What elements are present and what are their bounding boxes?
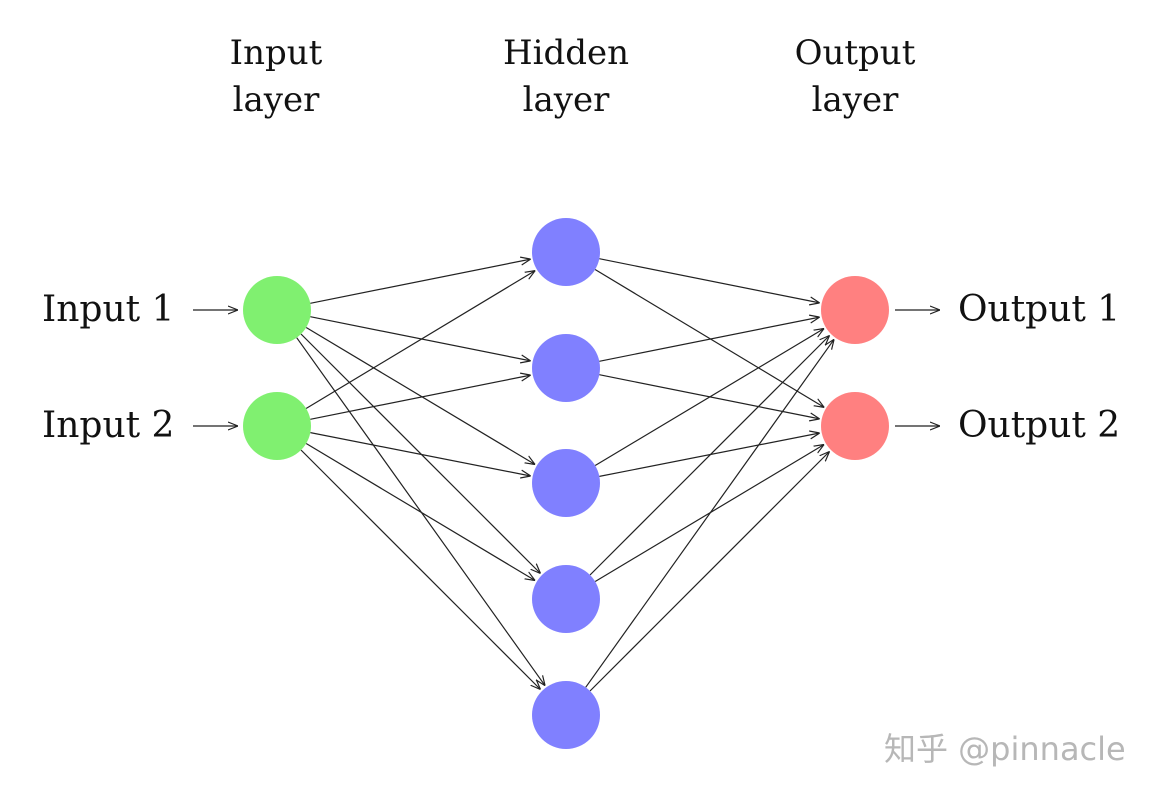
- input-1-label: Input 1: [42, 289, 174, 330]
- edge-input-2-hidden-2: [310, 375, 530, 420]
- edge-input-2-hidden-1: [305, 271, 535, 410]
- hidden-node-1: [532, 218, 600, 286]
- connections: [296, 258, 834, 692]
- watermark: 知乎 @pinnacle: [884, 730, 1126, 768]
- output-layer-title-line1: Output: [795, 33, 916, 73]
- output-node-1: [821, 276, 889, 344]
- input-layer-title-line1: Input: [230, 33, 323, 73]
- hidden-node-5: [532, 681, 600, 749]
- hidden-node-2: [532, 334, 600, 402]
- output-layer-title-line2: layer: [812, 80, 899, 120]
- edge-hidden-5-output-2: [589, 452, 830, 692]
- edge-hidden-1-output-2: [594, 268, 824, 408]
- nodes: [243, 218, 889, 749]
- edge-hidden-2-output-1: [599, 317, 819, 362]
- input-node-1: [243, 276, 311, 344]
- edge-input-2-hidden-5: [300, 449, 541, 690]
- edge-input-2-hidden-4: [305, 442, 535, 581]
- edge-hidden-3-output-1: [594, 329, 824, 467]
- edge-hidden-1-output-1: [599, 258, 819, 303]
- hidden-layer-title-line2: layer: [523, 80, 610, 120]
- edge-input-2-hidden-3: [310, 432, 530, 476]
- output-node-2: [821, 392, 889, 460]
- edge-input-1-hidden-3: [305, 326, 535, 465]
- hidden-node-3: [532, 449, 600, 517]
- edge-hidden-5-output-1: [585, 339, 834, 688]
- input-node-2: [243, 392, 311, 460]
- edge-input-1-hidden-2: [310, 316, 530, 361]
- edge-input-1-hidden-1: [310, 259, 530, 304]
- hidden-node-4: [532, 565, 600, 633]
- output-2-label: Output 2: [958, 405, 1120, 446]
- input-2-label: Input 2: [42, 405, 174, 446]
- output-1-label: Output 1: [958, 289, 1120, 330]
- edge-hidden-4-output-1: [589, 336, 830, 576]
- input-layer-title-line2: layer: [233, 80, 320, 120]
- hidden-layer-title-line1: Hidden: [503, 33, 629, 73]
